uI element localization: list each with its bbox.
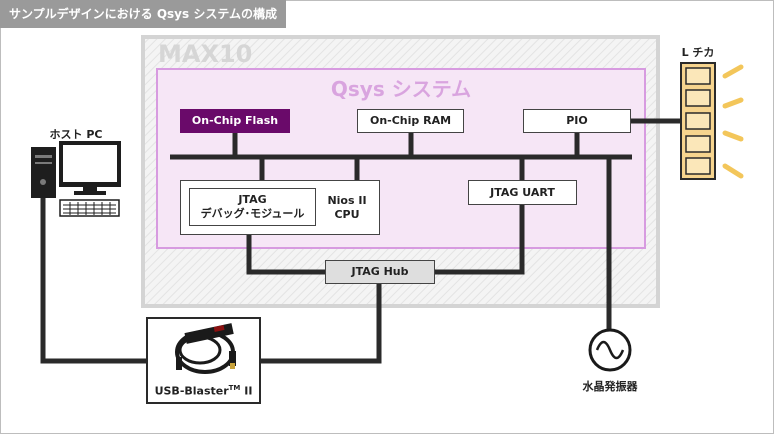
- uart-hub-line: [435, 205, 525, 275]
- nios-cpu-label: Nios II CPU: [318, 194, 376, 222]
- hub-blaster-line: [260, 284, 382, 364]
- jtag-debug-label-2: デバッグ･モジュール: [200, 207, 305, 220]
- onchip-ram-block: On-Chip RAM: [357, 109, 464, 133]
- jtag-uart-block: JTAG UART: [468, 180, 577, 205]
- fpga-label: MAX10: [158, 40, 253, 68]
- jtag-hub-block: JTAG Hub: [325, 260, 435, 284]
- qsys-title: Qsys システム: [330, 77, 472, 101]
- header-title: サンプルデザインにおける Qsys システムの構成: [9, 7, 277, 21]
- jtag-debug-module-block: JTAG デバッグ･モジュール: [189, 188, 316, 226]
- usb-blaster-name: USB-Blaster: [154, 384, 229, 398]
- usb-blaster-suffix: II: [240, 384, 253, 398]
- jtag-debug-label-1: JTAG: [238, 193, 267, 207]
- bus-lines: [40, 118, 681, 364]
- led-strip-icon: [680, 62, 744, 180]
- pio-block: PIO: [523, 109, 631, 133]
- usb-blaster-label: USB-BlasterTM II: [147, 384, 260, 398]
- host-pc-label: ホスト PC: [49, 128, 103, 141]
- onchip-flash-block: On-Chip Flash: [180, 109, 290, 133]
- nios-cpu-label-2: CPU: [334, 208, 360, 221]
- led-label: L チカ: [681, 46, 715, 59]
- debug-hub-line: [246, 226, 325, 275]
- usb-blaster-icon: [175, 323, 236, 374]
- nios-cpu-label-1: Nios II: [327, 194, 367, 207]
- usb-blaster-trademark: TM: [228, 384, 241, 392]
- pc-blaster-line: [40, 198, 147, 364]
- crystal-label: 水晶発振器: [582, 380, 638, 393]
- oscillator-icon: [588, 328, 632, 372]
- header-tab: [0, 0, 286, 28]
- computer-icon: [31, 141, 121, 217]
